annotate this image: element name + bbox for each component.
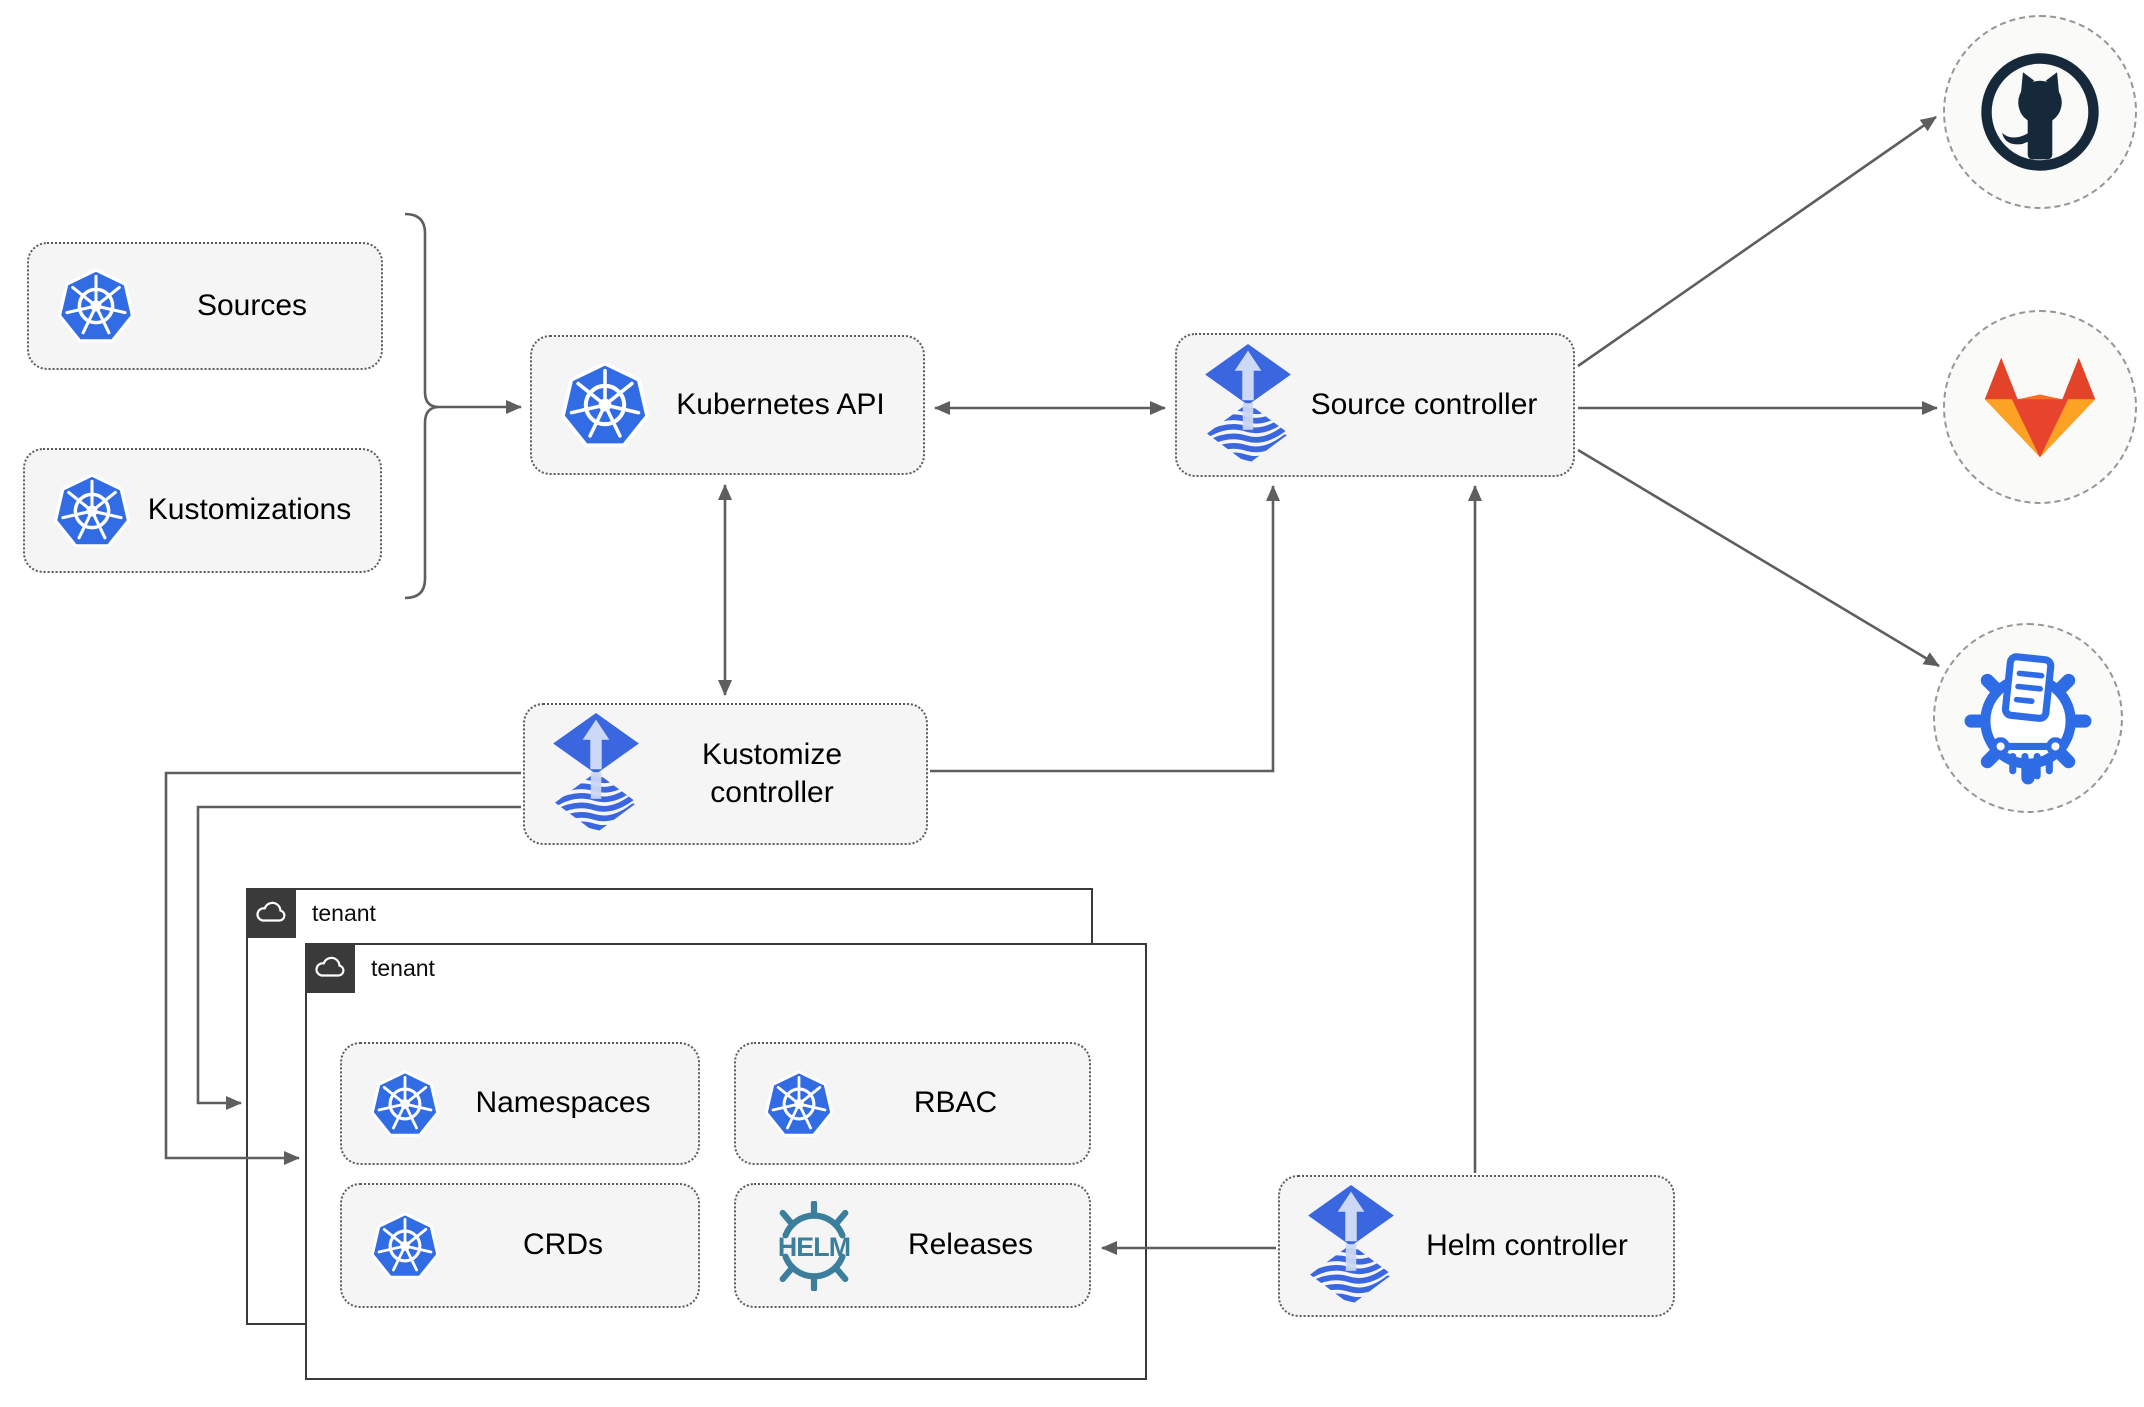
tenant-label: tenant	[312, 899, 376, 926]
node-namespaces: Namespaces	[340, 1042, 700, 1165]
kubernetes-icon	[57, 268, 135, 344]
oci-registry-icon	[1960, 650, 2096, 786]
node-crds: CRDs	[340, 1183, 700, 1308]
node-kustomizations: Kustomizations	[23, 448, 382, 573]
node-source-controller: Source controller	[1175, 333, 1575, 477]
bracket-sources-group	[404, 212, 440, 600]
node-helm-controller: Helm controller	[1278, 1175, 1675, 1317]
node-label: RBAC	[913, 1086, 998, 1120]
gitlab-icon	[1977, 352, 2103, 462]
node-label: Kustomize controller	[701, 737, 843, 809]
node-label: Helm controller	[1426, 1228, 1628, 1262]
node-label: Source controller	[1310, 387, 1538, 421]
kubernetes-icon	[53, 472, 131, 549]
helm-icon: HELM	[764, 1201, 864, 1291]
flux-icon	[1205, 344, 1291, 466]
node-label: Sources	[196, 288, 308, 322]
tenant-header	[304, 942, 355, 993]
github-endpoint	[1943, 15, 2137, 209]
node-releases: HELM Releases	[734, 1183, 1091, 1308]
tenant-label: tenant	[371, 954, 435, 981]
node-sources: Sources	[27, 242, 383, 370]
node-rbac: RBAC	[734, 1042, 1091, 1165]
edge-source-to-registry	[1577, 448, 1940, 668]
edge-kustomize-to-source	[930, 485, 1280, 773]
node-label: Kubernetes API	[676, 387, 885, 421]
kubernetes-icon	[370, 1211, 440, 1280]
node-kubernetes-api: Kubernetes API	[530, 335, 925, 475]
node-label: Releases	[907, 1228, 1034, 1262]
github-icon	[1969, 41, 2111, 183]
node-label: Kustomizations	[147, 493, 352, 527]
edge-source-to-github	[1577, 115, 1937, 368]
kubernetes-icon	[764, 1069, 834, 1138]
kubernetes-icon	[370, 1069, 440, 1138]
helm-logo-text: HELM	[778, 1231, 850, 1261]
kubernetes-icon	[560, 361, 650, 449]
node-kustomize-controller: Kustomize controller	[523, 703, 928, 845]
node-label: Namespaces	[475, 1086, 651, 1120]
gitlab-endpoint	[1943, 310, 2137, 504]
cloud-icon	[255, 901, 286, 922]
flux-icon	[1308, 1185, 1394, 1307]
oci-registry-endpoint	[1933, 623, 2123, 813]
cloud-icon	[314, 956, 345, 977]
flux-icon	[553, 713, 639, 835]
tenant-header	[245, 887, 296, 938]
node-label: CRDs	[523, 1228, 603, 1262]
